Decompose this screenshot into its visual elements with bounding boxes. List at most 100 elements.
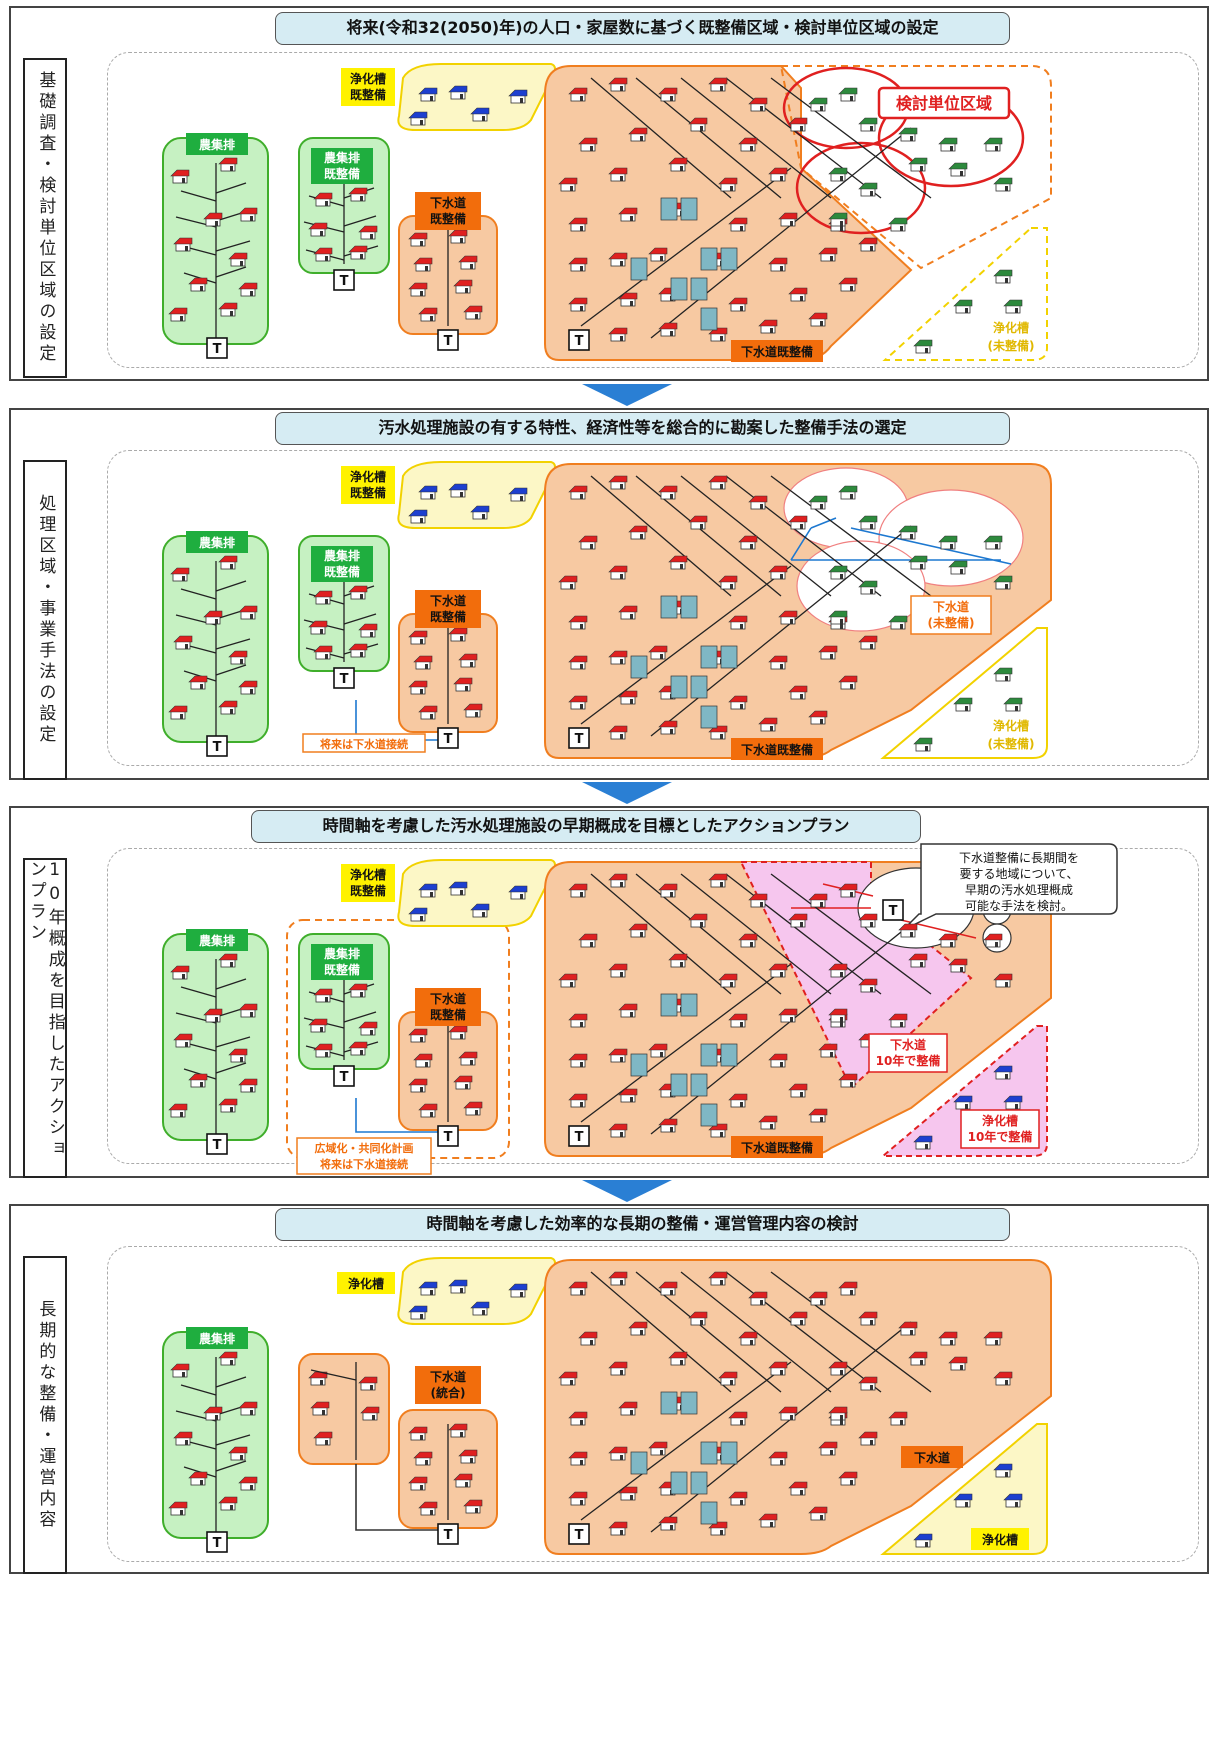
house-door [420, 1435, 423, 1440]
house-door [250, 216, 253, 221]
house-icon [768, 1361, 788, 1376]
tag-nousyuhai: 農集排 [199, 933, 235, 948]
house-roof [658, 720, 678, 728]
house-icon [708, 873, 728, 888]
house-icon [668, 1351, 688, 1366]
house-roof [768, 1361, 788, 1369]
house-roof [608, 565, 628, 573]
house-roof [228, 650, 248, 658]
house-door [420, 518, 423, 523]
pipe-line [770, 77, 932, 199]
house-icon [748, 495, 768, 510]
house-door [750, 544, 753, 549]
house-door [910, 136, 913, 141]
house-roof [308, 222, 328, 230]
house-roof [408, 1305, 428, 1313]
house-icon [238, 605, 258, 620]
t-box [437, 727, 459, 749]
house-icon [618, 292, 638, 307]
house-icon [808, 1291, 828, 1306]
house-door [900, 1022, 903, 1027]
house-door [760, 106, 763, 111]
tag-jokaso-10y-2: 10年で整備 [968, 1129, 1033, 1144]
house-icon [463, 305, 483, 320]
t-label: T [575, 1528, 584, 1543]
house-icon [308, 620, 328, 635]
tag-gesuido-none-1: 下水道 [933, 599, 969, 614]
house-icon [408, 1476, 428, 1491]
house-door [620, 176, 623, 181]
house-roof [568, 297, 588, 305]
house-door [850, 96, 853, 101]
building-icon [720, 247, 738, 271]
house-door [965, 308, 968, 313]
house-icon [348, 983, 368, 998]
house-door [420, 1087, 423, 1092]
house-icon [838, 277, 858, 292]
house-door [720, 336, 723, 341]
house-roof [568, 1053, 588, 1061]
house-icon [728, 1093, 748, 1108]
house-door [630, 1012, 633, 1017]
house-icon [788, 685, 808, 700]
pipe-line [343, 1011, 377, 1023]
house-roof [448, 1423, 468, 1431]
house-icon [788, 1481, 808, 1496]
house-roof [838, 1281, 858, 1289]
house-roof [170, 169, 190, 177]
house-door [250, 614, 253, 619]
house-icon [413, 257, 433, 272]
building-icon [690, 1471, 708, 1495]
house-door [460, 238, 463, 243]
house-icon [608, 1123, 628, 1138]
pipe-line [725, 475, 882, 597]
house-roof [168, 1501, 188, 1509]
house-roof [993, 667, 1013, 675]
house-door [430, 1510, 433, 1515]
house-icon [828, 963, 848, 978]
t-label: T [340, 274, 349, 289]
t-box [333, 667, 355, 689]
house-door [420, 241, 423, 246]
house-icon [778, 1008, 798, 1023]
house-door [910, 534, 913, 539]
house-icon [983, 933, 1003, 948]
house-roof [578, 933, 598, 941]
house-door [800, 296, 803, 301]
house-roof [358, 1021, 378, 1029]
house-roof [888, 217, 908, 225]
house-roof [838, 277, 858, 285]
house-icon [568, 1053, 588, 1068]
house-icon [818, 645, 838, 660]
house-icon [218, 1351, 238, 1366]
house-door [580, 1290, 583, 1295]
house-door [620, 1370, 623, 1375]
house-door [840, 972, 843, 977]
house-roof [898, 923, 918, 931]
house-roof [908, 157, 928, 165]
t-box [206, 1133, 228, 1155]
pipe-line [180, 1384, 217, 1396]
house-roof [858, 117, 878, 125]
house-icon [608, 873, 628, 888]
house-door [900, 226, 903, 231]
house-icon [418, 1103, 438, 1118]
house-roof [308, 620, 328, 628]
t-box [437, 1125, 459, 1147]
pipe-line [580, 963, 792, 1123]
building-icon [670, 1471, 688, 1495]
house-door [325, 654, 328, 659]
house-door [720, 1132, 723, 1137]
house-icon [218, 302, 238, 317]
house-roof [728, 1093, 748, 1101]
dashed-frame-3 [107, 848, 1199, 1164]
house-icon [628, 1321, 648, 1336]
tag-gesuido-merged-2: (統合) [431, 1385, 466, 1400]
house-icon [993, 269, 1013, 284]
house-icon [568, 1411, 588, 1426]
house-icon [458, 255, 478, 270]
tag-jokaso-done-1: 浄化槽 [350, 71, 386, 86]
house-roof [858, 635, 878, 643]
house-icon [708, 1271, 728, 1286]
house-roof [788, 117, 808, 125]
